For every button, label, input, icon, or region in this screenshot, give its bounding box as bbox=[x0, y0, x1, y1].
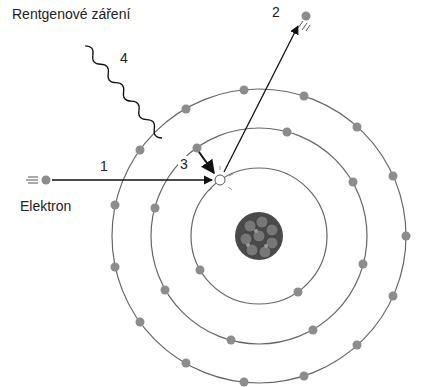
ejected-electron bbox=[224, 12, 311, 173]
electrons bbox=[111, 86, 411, 387]
nucleus bbox=[235, 212, 283, 260]
caption-label: Rentgenové záření bbox=[10, 6, 132, 22]
callout-number: 1 bbox=[98, 158, 110, 174]
electron-shells bbox=[112, 89, 406, 383]
incoming-electron bbox=[26, 176, 212, 185]
callout-number: 4 bbox=[118, 50, 130, 66]
xray-wave bbox=[82, 44, 164, 141]
callout-number: 2 bbox=[270, 4, 282, 20]
part-label: Elektron bbox=[18, 198, 73, 214]
callout-number: 3 bbox=[178, 156, 190, 172]
transition-arrow bbox=[199, 152, 214, 173]
